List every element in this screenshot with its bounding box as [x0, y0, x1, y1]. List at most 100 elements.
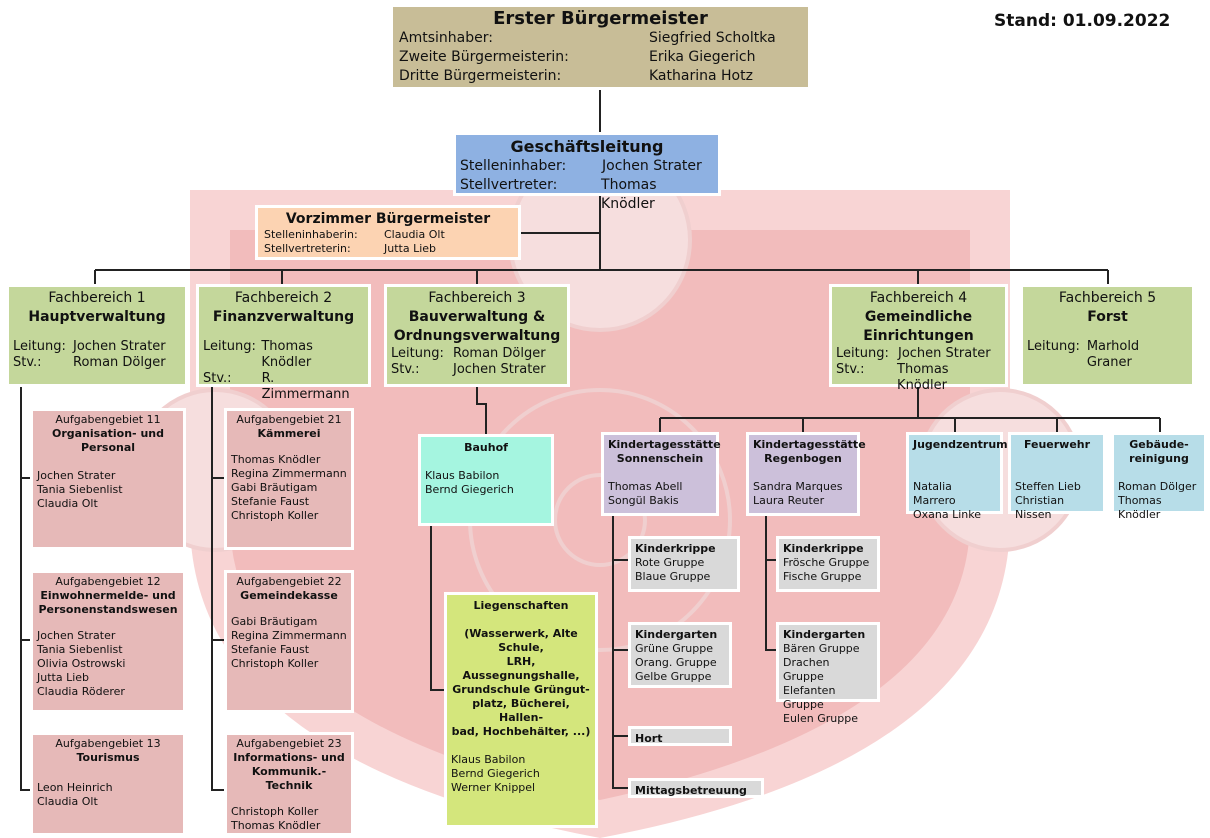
liegenschaften-description: (Wasserwerk, Alte Schule, — [464, 627, 578, 654]
group: Frösche Gruppe — [783, 556, 870, 569]
fb-row: Stv.:R. Zimmermann — [203, 371, 364, 403]
group: Elefanten Gruppe — [783, 684, 836, 711]
row-key: Amtsinhaber: — [399, 30, 493, 46]
person: Claudia Olt — [37, 795, 98, 808]
spacer — [608, 466, 712, 480]
person: Gabi Bräutigam — [231, 615, 318, 628]
person: Thomas Abell — [608, 480, 683, 493]
person: Laura Reuter — [753, 494, 825, 507]
spacer — [231, 441, 347, 453]
ag-title: Personal — [80, 441, 136, 454]
mayor-title: Erster Bürgermeister — [493, 8, 708, 29]
gebaeudereinigung-box: Gebäude- reinigung Roman Dölger Thomas K… — [1111, 432, 1207, 521]
liegenschaften-description: bad, Hochbehälter, ...) — [451, 725, 591, 738]
row-key: Leitung: — [13, 339, 66, 354]
person: Bernd Giegerich — [451, 767, 540, 780]
ag-title: Gemeindekasse — [240, 589, 338, 602]
mayor-row: Amtsinhaber:Siegfried Scholtka — [399, 29, 802, 48]
kita-sonnenschein-box: Kindertagesstätte Sonnenschein Thomas Ab… — [601, 432, 721, 516]
row-value: Marhold Graner — [1086, 339, 1140, 370]
group-title: Hort — [635, 732, 663, 745]
vz-title: Vorzimmer Bürgermeister — [285, 211, 491, 227]
kinderkrippe-sonnenschein-box: Kinderkrippe Rote Gruppe Blaue Gruppe — [628, 536, 740, 592]
geschaeftsleitung-box: Geschäftsleitung Stelleninhaber:Jochen S… — [453, 132, 721, 212]
person: Roman Dölger — [1118, 480, 1197, 493]
vz-row: Stelleninhaberin:Claudia Olt — [264, 228, 512, 242]
row-value: Roman Dölger — [73, 355, 166, 370]
mayor-row: Zweite Bürgermeisterin:Erika Giegerich — [399, 48, 802, 67]
ag-number: Aufgabengebiet 23 — [236, 737, 342, 750]
group-title: Kindergarten — [783, 628, 866, 641]
vorzimmer-box: Vorzimmer Bürgermeister Stelleninhaberin… — [255, 205, 521, 260]
gr-title: reinigung — [1129, 452, 1189, 465]
person: Claudia Röderer — [37, 685, 125, 698]
spacer — [1015, 452, 1099, 480]
kindergarten-sonnenschein-box: Kindergarten Grüne Gruppe Orang. Gruppe … — [628, 622, 732, 688]
person: Christoph Koller — [231, 657, 319, 670]
row-key: Leitung: — [1027, 339, 1080, 354]
person: Stefanie Faust — [231, 643, 310, 656]
person: Stefanie Faust — [231, 495, 310, 508]
gl-row: Stellvertreter:Thomas Knödler — [460, 176, 714, 214]
person: Jutta Lieb — [37, 671, 90, 684]
person: Thomas Knödler — [1118, 494, 1162, 521]
group-title: Kinderkrippe — [783, 542, 864, 555]
group: Blaue Gruppe — [635, 570, 711, 583]
person: Olivia Ostrowski — [37, 657, 126, 670]
fb-row: Leitung:Roman Dölger — [391, 346, 563, 362]
person: Songül Bakis — [608, 494, 679, 507]
row-value: Jochen Strater — [453, 362, 546, 377]
row-key: Stellvertreterin: — [264, 242, 351, 255]
row-key: Zweite Bürgermeisterin: — [399, 49, 569, 65]
spacer — [1118, 466, 1200, 480]
row-value: Jochen Strater — [898, 346, 991, 361]
ag-title: Kämmerei — [257, 427, 321, 440]
aufgabengebiet-22-box: Aufgabengebiet 22 Gemeindekasse Gabi Brä… — [224, 570, 354, 713]
person: Oxana Linke — [913, 508, 982, 521]
person: Gabi Bräutigam — [231, 481, 318, 494]
row-value: Thomas Knödler — [261, 339, 313, 370]
fb-row: Stv.: Thomas Knödler — [836, 362, 1001, 394]
liegenschaften-description: platz, Bücherei, Hallen- — [472, 697, 570, 724]
row-key: Stv.: — [836, 362, 865, 377]
vz-row: Stellvertreterin:Jutta Lieb — [264, 242, 512, 256]
spacer — [13, 327, 181, 339]
group: Drachen Gruppe — [783, 656, 830, 683]
ag-number: Aufgabengebiet 21 — [236, 413, 342, 426]
row-value: Jochen Strater — [602, 158, 702, 174]
spacer — [37, 617, 179, 629]
fb-row: Leitung:Jochen Strater — [836, 346, 1001, 362]
person: Regina Zimmermann — [231, 467, 347, 480]
person: Christoph Koller — [231, 805, 319, 818]
liegenschaften-title: Liegenschaften — [473, 599, 569, 612]
spacer — [37, 765, 179, 781]
fb-number: Fachbereich 3 — [428, 290, 526, 306]
aufgabengebiet-23-box: Aufgabengebiet 23 Informations- und Komm… — [224, 732, 354, 836]
group-title: Kinderkrippe — [635, 542, 716, 555]
fachbereich-4-box: Fachbereich 4 Gemeindliche Einrichtungen… — [829, 284, 1008, 393]
fb-row: Leitung:Thomas Knödler — [203, 339, 364, 371]
row-value: Thomas Knödler — [897, 362, 949, 393]
fachbereich-2-box: Fachbereich 2 Finanzverwaltung Leitung:T… — [196, 284, 371, 402]
row-key: Stv.: — [13, 355, 42, 370]
fw-title: Feuerwehr — [1023, 438, 1091, 451]
fb-name: Bauverwaltung & — [408, 309, 546, 325]
spacer — [231, 603, 347, 615]
liegenschaften-description: Grundschule Grüngut- — [452, 683, 590, 696]
person: Thomas Knödler — [231, 819, 321, 832]
spacer — [425, 455, 547, 469]
kita-title: Regenbogen — [764, 452, 842, 465]
ag-number: Aufgabengebiet 22 — [236, 575, 342, 588]
mayor-box: Erster Bürgermeister Amtsinhaber:Siegfri… — [390, 4, 811, 90]
jugendzentrum-box: Jugendzentrum Natalia Marrero Oxana Link… — [906, 432, 1008, 521]
row-key: Stellvertreter: — [460, 177, 558, 193]
ag-title: Organisation- und — [52, 427, 164, 440]
spacer — [913, 452, 996, 480]
row-key: Stelleninhaberin: — [264, 228, 358, 241]
fb-name: Gemeindliche — [864, 309, 973, 325]
spacer — [451, 739, 591, 753]
fb-row: Stv.:Jochen Strater — [391, 362, 563, 378]
person: Jochen Strater — [37, 629, 116, 642]
spacer — [37, 455, 179, 469]
ag-number: Aufgabengebiet 13 — [55, 737, 161, 750]
